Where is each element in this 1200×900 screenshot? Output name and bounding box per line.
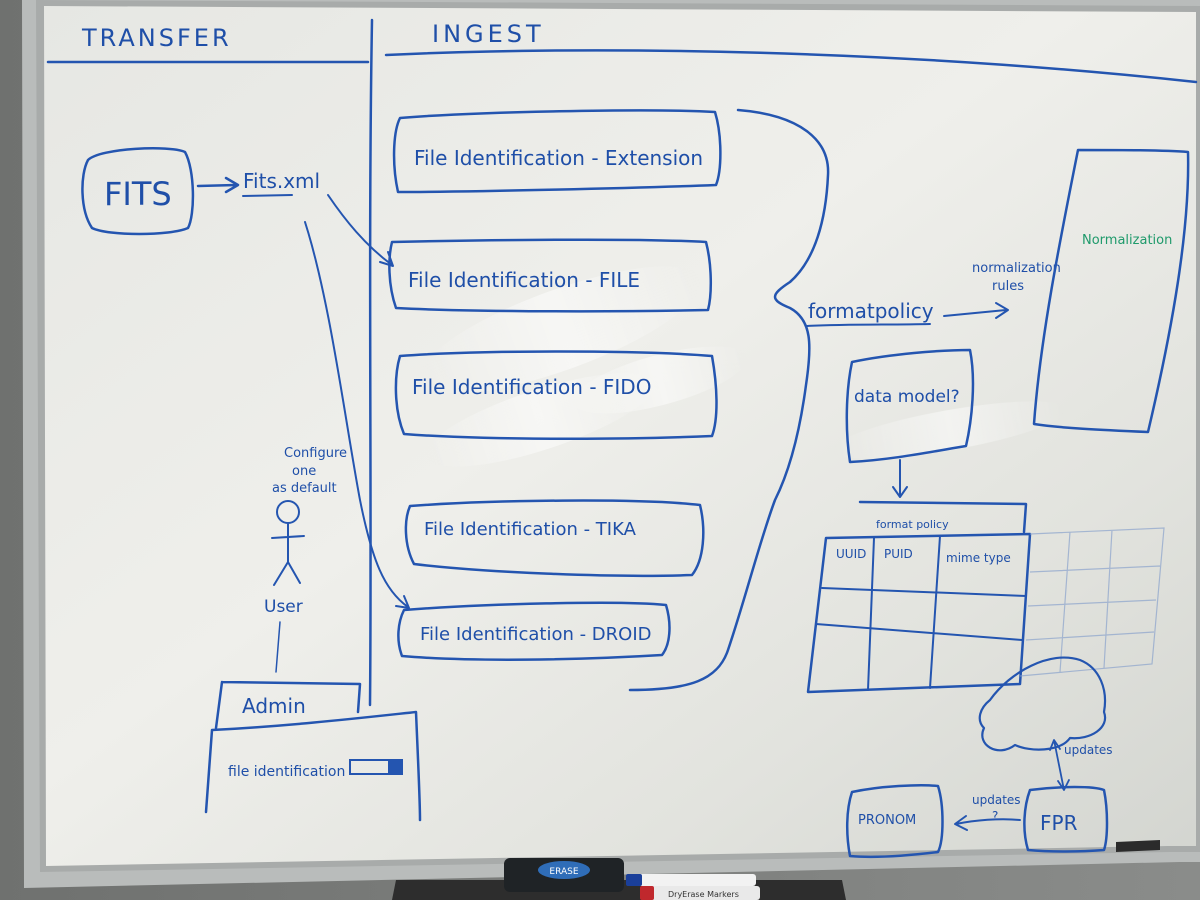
svg-text:DryErase Markers: DryErase Markers <box>668 890 739 899</box>
svg-text:File Identification - FIDO: File Identification - FIDO <box>412 375 651 399</box>
data-model-box <box>845 348 975 464</box>
normalization-box <box>1032 148 1190 434</box>
admin-title: Admin <box>242 694 306 718</box>
table-caption: format policy <box>876 518 949 531</box>
admin-panel <box>204 710 422 822</box>
fpr-to-pronom-arrow <box>954 815 1021 831</box>
to-droid-arrow <box>304 221 410 609</box>
normalization-label: Normalization <box>1082 233 1172 248</box>
updates-label: updates <box>1064 743 1113 757</box>
configure-note: Configure one as default <box>272 446 347 496</box>
tool-box-droid: File Identification - DROID <box>397 601 671 661</box>
fits-box <box>81 147 195 236</box>
tool-box-fido: File Identification - FIDO <box>394 350 718 441</box>
eraser: ERASE <box>504 858 624 892</box>
light-reflection <box>418 266 1069 467</box>
table-header-puid: PUID <box>884 547 913 561</box>
whiteboard-surface <box>44 6 1196 866</box>
curly-brace <box>628 108 830 692</box>
svg-text:updates: updates <box>972 793 1021 807</box>
svg-text:ERASE: ERASE <box>549 867 578 877</box>
cloud-fpr-arrow <box>1049 739 1070 791</box>
svg-text:one: one <box>292 464 316 479</box>
policy-to-normalization-arrow <box>943 302 1009 319</box>
svg-text:File Identification - FILE: File Identification - FILE <box>408 268 640 292</box>
normalization-rules-label: normalization rules <box>972 261 1061 294</box>
frame-corner-cap <box>1116 840 1160 852</box>
svg-text:File Identification - Extensio: File Identification - Extension <box>414 146 703 170</box>
transfer-ingest-divider <box>368 18 374 707</box>
svg-text:rules: rules <box>992 279 1024 294</box>
svg-text:Configure: Configure <box>284 446 347 461</box>
tool-box-tika: File Identification - TIKA <box>404 499 705 578</box>
svg-text:normalization: normalization <box>972 261 1061 276</box>
transfer-heading: TRANSFER <box>81 24 232 52</box>
admin-field-label: file identification <box>228 764 345 780</box>
table-header-mime: mime type <box>946 551 1011 565</box>
fpr-label: FPR <box>1040 811 1078 835</box>
format-policy-label: formatpolicy <box>808 299 934 323</box>
tool-box-file: File Identification - FILE <box>388 238 713 313</box>
svg-text:as default: as default <box>272 481 337 496</box>
svg-text:File Identification - DROID: File Identification - DROID <box>420 624 652 645</box>
tool-box-extension: File Identification - Extension <box>392 109 722 194</box>
user-stick-figure <box>271 500 305 586</box>
fits-arrow <box>196 176 240 194</box>
fits-label: FITS <box>104 175 172 213</box>
svg-text:?: ? <box>992 809 998 823</box>
fpr-box <box>1023 785 1109 853</box>
pronom-label: PRONOM <box>858 813 916 828</box>
user-label: User <box>264 597 303 617</box>
updates-question-label: updates ? <box>972 793 1021 823</box>
markers: DryErase Markers <box>626 874 760 900</box>
table-header-uuid: UUID <box>836 547 866 561</box>
format-policy-table: format policy UUID PUID mime type <box>806 500 1165 694</box>
ingest-underline <box>384 49 1198 84</box>
ingest-heading: INGEST <box>432 20 545 48</box>
admin-dropdown <box>349 759 403 775</box>
data-model-label: data model? <box>854 387 960 407</box>
cloud-shape <box>978 656 1107 752</box>
pronom-box <box>845 784 944 859</box>
svg-text:File Identification - TIKA: File Identification - TIKA <box>424 519 637 540</box>
fits-xml-label: Fits.xml <box>243 169 320 193</box>
admin-tab <box>214 680 362 730</box>
